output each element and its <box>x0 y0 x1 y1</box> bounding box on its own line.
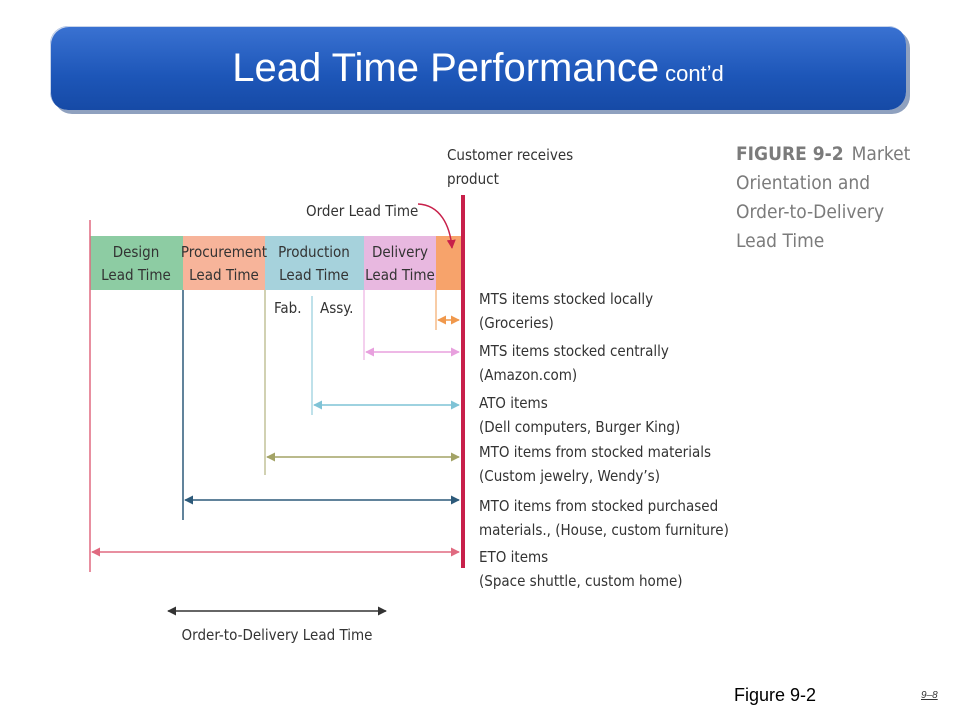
item-mts-central-2: (Amazon.com) <box>479 366 577 384</box>
item-mto-purchased-1: MTO items from stocked purchased <box>479 497 718 515</box>
order-lead-time-arrow <box>417 203 456 249</box>
sub-label-assy: Assy. <box>320 299 353 317</box>
customer-label-2: product <box>447 170 499 188</box>
title-sub: cont’d <box>665 60 724 86</box>
item-mts-local-1: MTS items stocked locally <box>479 290 653 308</box>
phase-label-procurement-2: Lead Time <box>189 266 259 284</box>
item-mts-local-2: (Groceries) <box>479 314 554 332</box>
phase-label-production-1: Production <box>278 243 350 261</box>
order-to-delivery-label: Order-to-Delivery Lead Time <box>182 626 373 644</box>
phase-box-production <box>265 236 364 290</box>
figure-number: FIGURE 9-2 <box>736 143 844 165</box>
item-ato-2: (Dell computers, Burger King) <box>479 418 680 436</box>
item-mto-purchased-2: materials., (House, custom furniture) <box>479 521 729 539</box>
item-mto-stocked-2: (Custom jewelry, Wendy’s) <box>479 467 660 485</box>
item-ato-1: ATO items <box>479 394 548 412</box>
phase-label-design-1: Design <box>113 243 160 261</box>
phase-label-delivery-1: Delivery <box>372 243 428 261</box>
figure-reference: Figure 9-2 <box>734 685 817 705</box>
sub-label-fab: Fab. <box>274 299 302 317</box>
item-eto-2: (Space shuttle, custom home) <box>479 572 683 590</box>
customer-label-1: Customer receives <box>447 146 573 164</box>
order-lead-time-label: Order Lead Time <box>306 202 418 220</box>
phase-box-design <box>90 236 183 290</box>
phase-label-procurement-1: Procurement <box>181 243 267 261</box>
item-mts-central-1: MTS items stocked centrally <box>479 342 669 360</box>
phase-label-delivery-2: Lead Time <box>365 266 435 284</box>
item-mto-stocked-1: MTO items from stocked materials <box>479 443 711 461</box>
title-main: Lead Time Performance <box>232 45 660 90</box>
phase-label-production-2: Lead Time <box>279 266 349 284</box>
page-number: 9–8 <box>921 690 938 701</box>
phase-box-procurement <box>183 236 265 290</box>
item-eto-1: ETO items <box>479 548 548 566</box>
figure-caption-text: Market Orientation and Order-to-Delivery… <box>736 143 911 252</box>
phase-label-design-2: Lead Time <box>101 266 171 284</box>
phase-box-delivery <box>364 236 436 290</box>
phase-box-final <box>436 236 462 290</box>
